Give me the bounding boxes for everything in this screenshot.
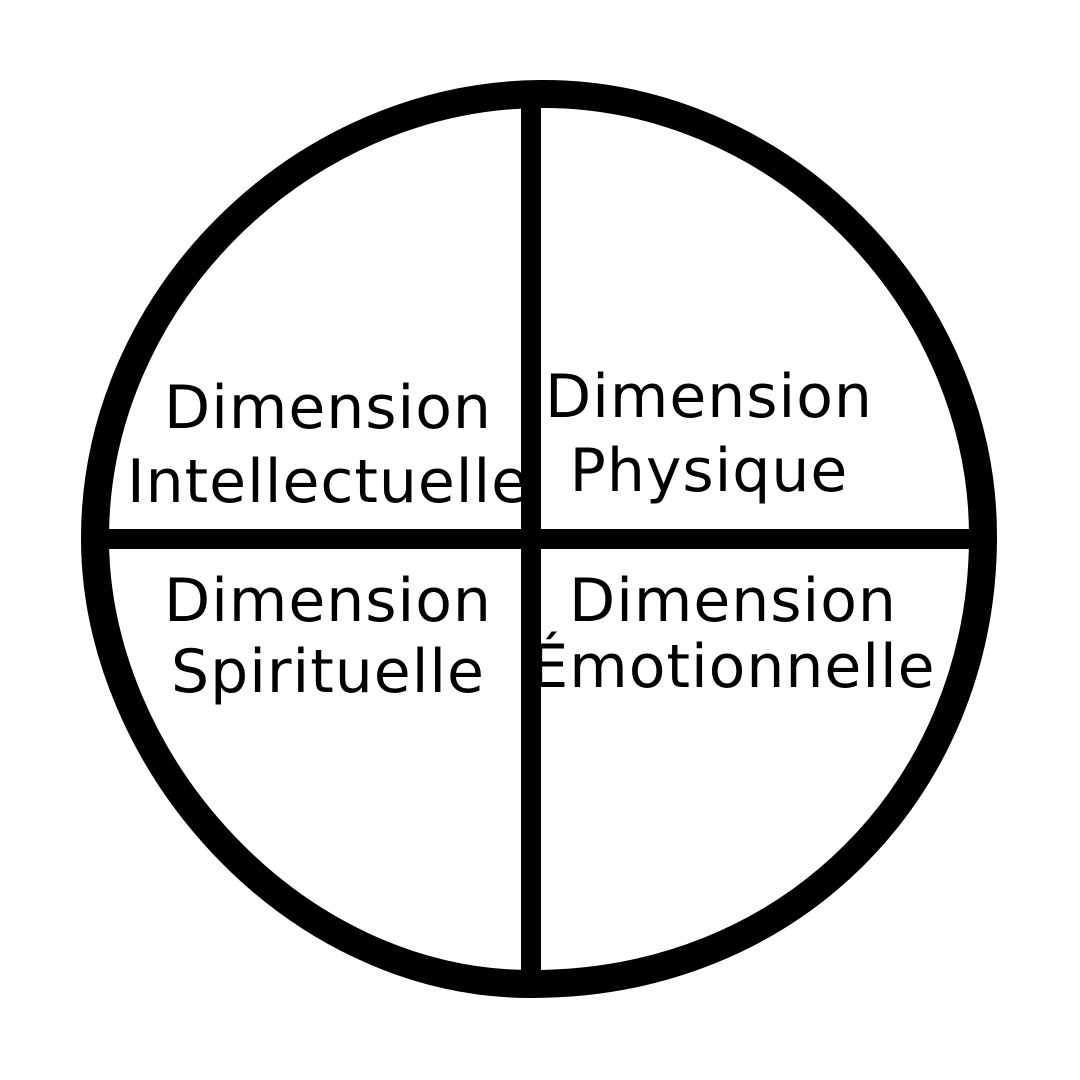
outer-circle [80, 79, 998, 999]
quadrant-intellectual-line1: Dimension [164, 373, 492, 443]
quadrant-spiritual-line2: Spirituelle [171, 637, 485, 707]
quadrant-intellectual: Dimension Intellectuelle [127, 373, 529, 517]
quadrant-physical: Dimension Physique [545, 362, 873, 506]
quadrant-spiritual-line1: Dimension [164, 566, 492, 636]
quadrant-spiritual: Dimension Spirituelle [164, 566, 492, 707]
quadrant-intellectual-line2: Intellectuelle [127, 447, 529, 517]
quadrant-emotional-line1: Dimension [569, 566, 897, 636]
quadrant-physical-line1: Dimension [545, 362, 873, 432]
quadrant-emotional: Dimension Émotionnelle [530, 566, 935, 702]
quadrant-emotional-line2: Émotionnelle [530, 630, 935, 702]
quadrant-physical-line2: Physique [570, 436, 849, 506]
